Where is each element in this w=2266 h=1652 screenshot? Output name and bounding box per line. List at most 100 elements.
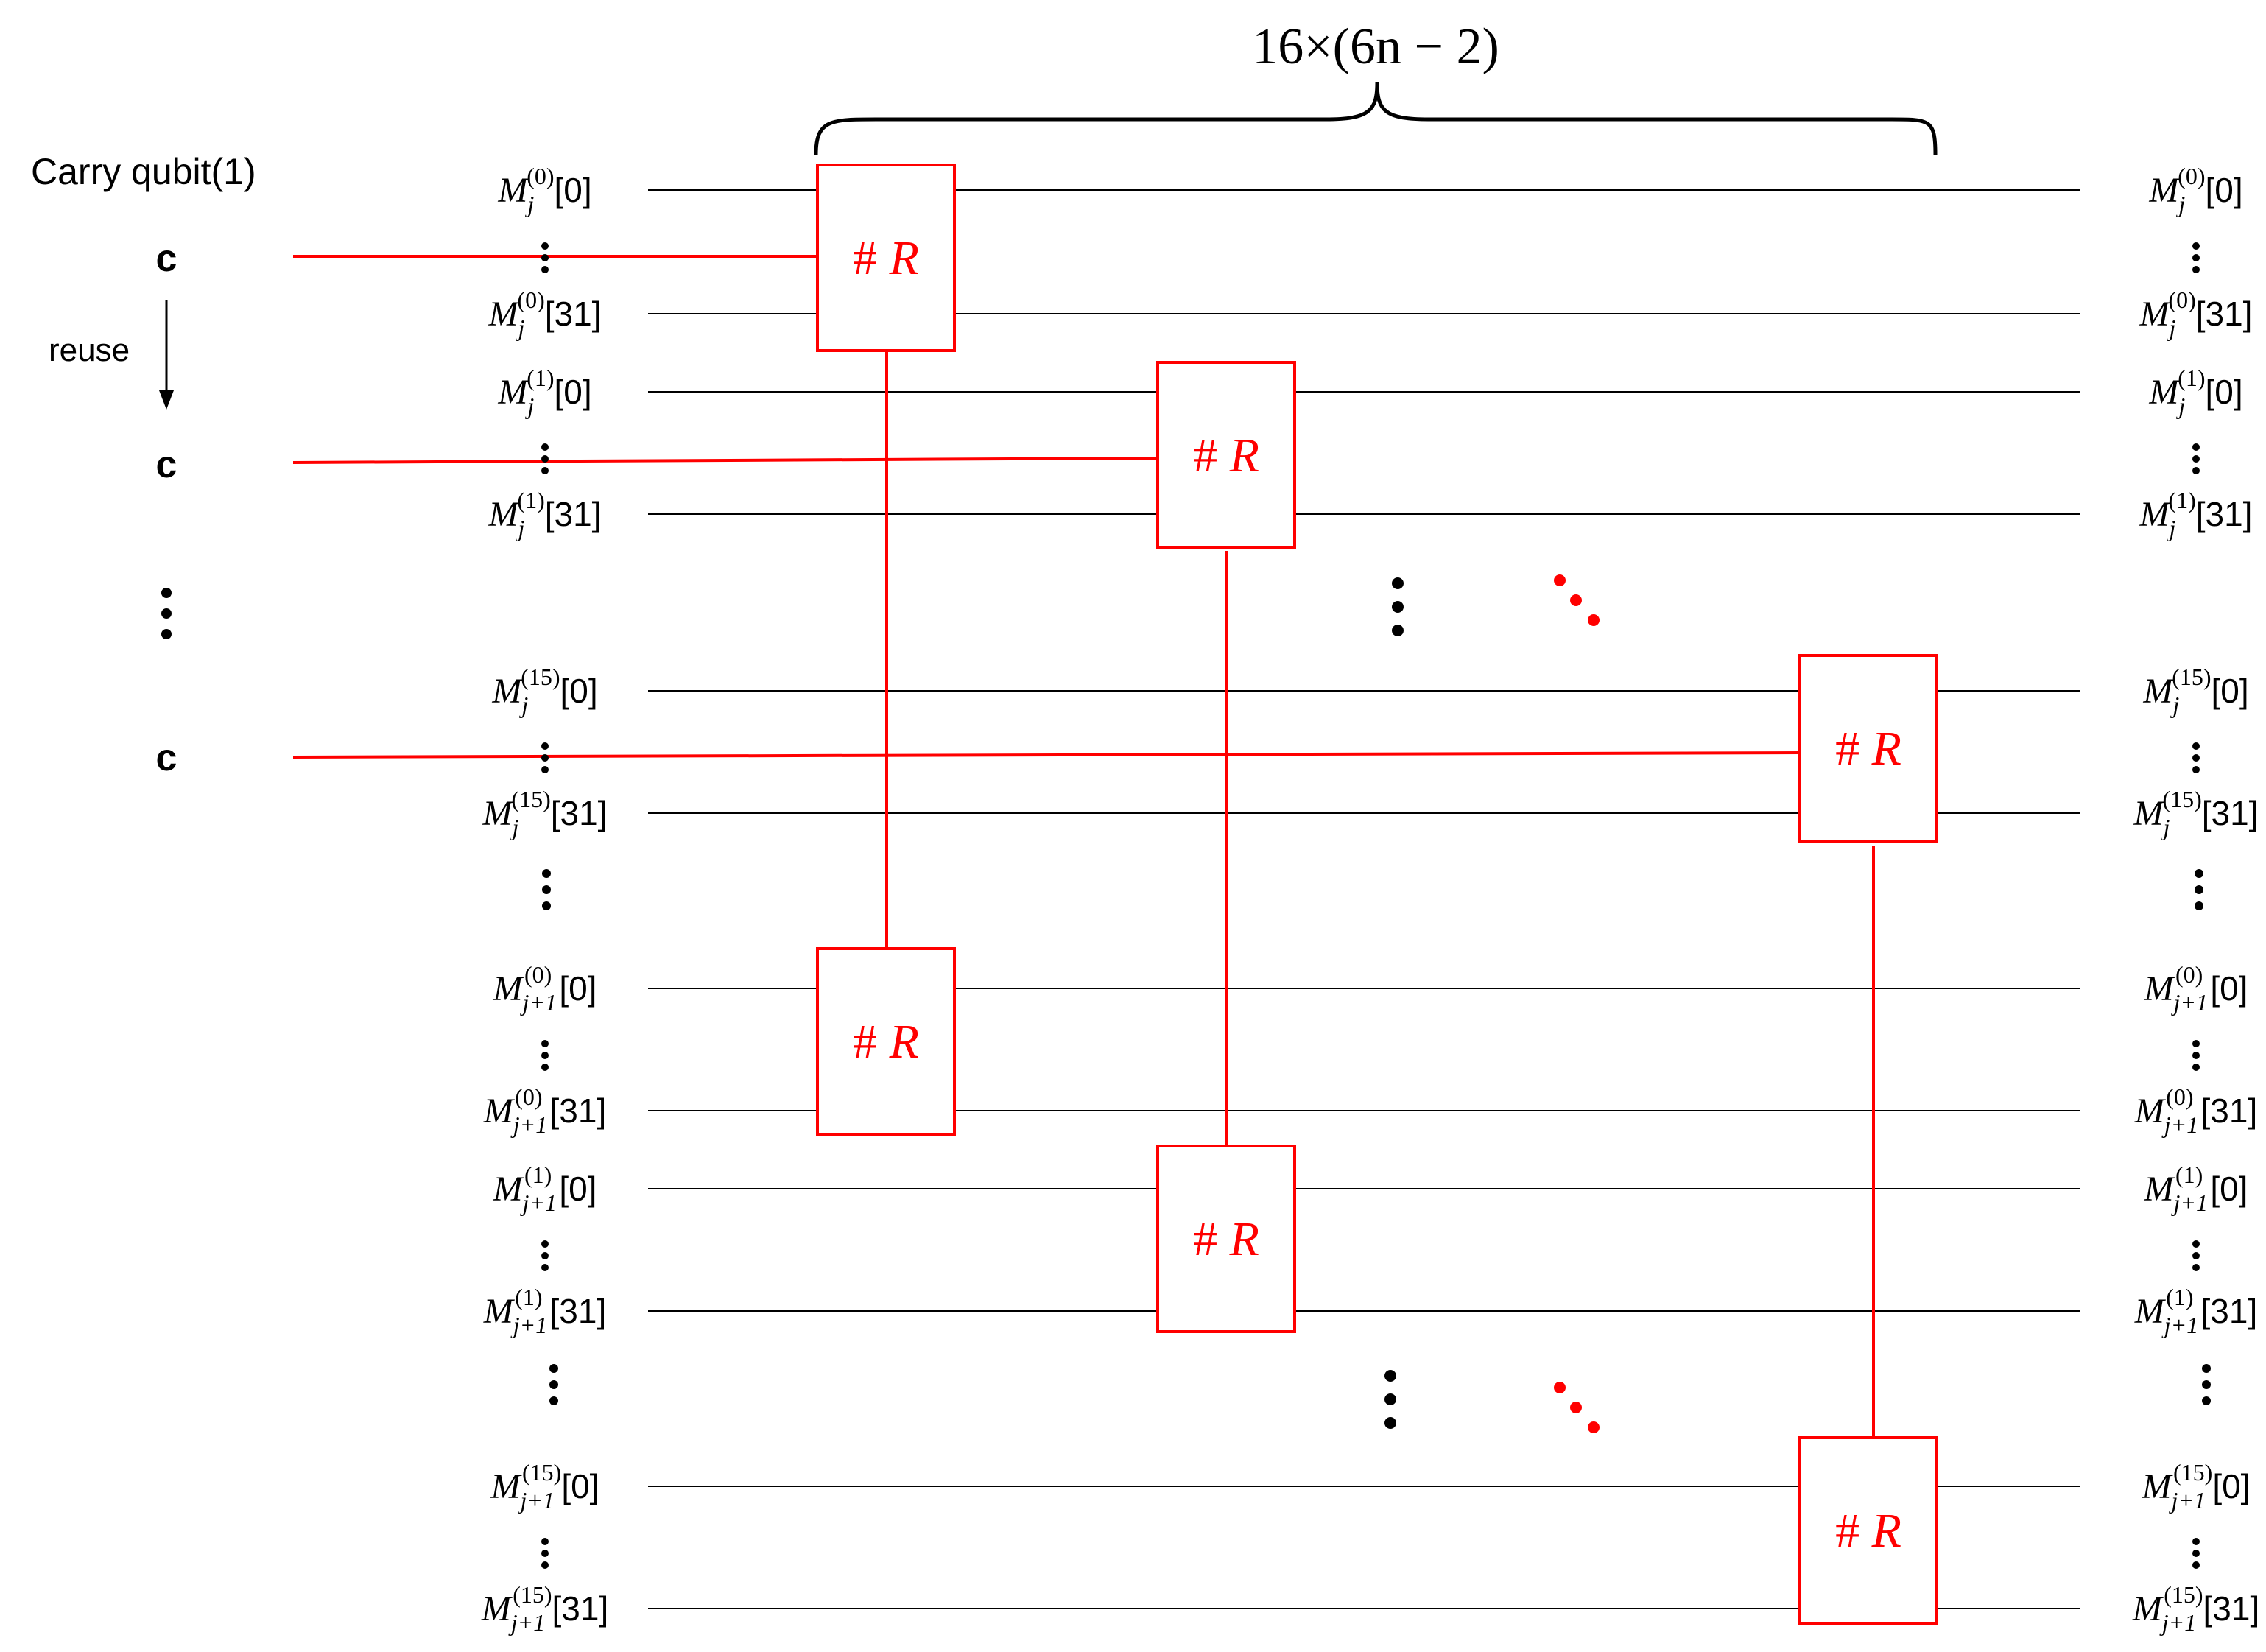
bit-ellipsis-dot (541, 467, 549, 474)
bit-ellipsis-dot (2192, 1252, 2200, 1259)
bit-ellipsis-dot (541, 742, 549, 750)
bit-ellipsis-dot (2192, 266, 2200, 273)
right-register-label: Mj+1(1)[0] (2144, 1161, 2248, 1216)
left-register-label: Mj(1)[0] (497, 365, 591, 419)
svg-text:Mj(1)[31]: Mj(1)[31] (488, 487, 602, 541)
svg-text:Mj+1(1)[0]: Mj+1(1)[0] (493, 1161, 597, 1216)
bit-ellipsis-dot (541, 1052, 549, 1059)
register-gap-ellipsis (542, 869, 2211, 1405)
left-register-label: Mj+1(15)[31] (481, 1581, 609, 1636)
bit-ellipsis-dot (541, 455, 549, 463)
right-register-label: Mj+1(0)[0] (2144, 961, 2248, 1016)
svg-text:Mj+1(15)[0]: Mj+1(15)[0] (490, 1459, 599, 1514)
bit-ellipsis-dot (541, 266, 549, 273)
r-gate: # R (1156, 1145, 1296, 1333)
bit-ellipsis-dot (541, 1264, 549, 1271)
bit-ellipsis-dot (2192, 1040, 2200, 1047)
bit-ellipsis-dot (541, 1252, 549, 1259)
svg-text:Mj(15)[31]: Mj(15)[31] (2133, 786, 2259, 840)
bit-ellipsis-dot (541, 242, 549, 250)
svg-text:Mj+1(1)[31]: Mj+1(1)[31] (483, 1284, 607, 1338)
left-register-label: Mj+1(15)[0] (490, 1459, 599, 1514)
svg-text:Mj(15)[31]: Mj(15)[31] (482, 786, 608, 840)
gate-box (816, 164, 956, 352)
svg-text:Mj(0)[0]: Mj(0)[0] (2148, 163, 2242, 217)
right-register-label: Mj+1(15)[0] (2142, 1459, 2251, 1514)
bit-ellipsis-dot (2192, 254, 2200, 261)
gate-label: # R (1193, 429, 1259, 482)
bit-ellipsis-dot (2192, 455, 2200, 463)
svg-text:Mj+1(15)[31]: Mj+1(15)[31] (481, 1581, 609, 1636)
r-gate: # R (1156, 361, 1296, 549)
bit-ellipsis-dot (2192, 754, 2200, 762)
right-register-label: Mj(15)[31] (2133, 786, 2259, 840)
bit-ellipsis-dot (541, 754, 549, 762)
bit-ellipsis-dot (2192, 1561, 2200, 1569)
register-labels: Mj(0)[0]Mj(0)[0]Mj(0)[31]Mj(0)[31]Mj(1)[… (481, 163, 2260, 1636)
left-register-label: Mj+1(1)[31] (483, 1284, 607, 1338)
gate-label: # R (1193, 1212, 1259, 1266)
svg-text:Mj+1(15)[0]: Mj+1(15)[0] (2142, 1459, 2251, 1514)
bit-ellipsis-dot (2192, 1264, 2200, 1271)
diagonal-ellipsis (1554, 574, 1600, 626)
reuse-label: reuse (49, 332, 130, 368)
gates: # R # R # R # R # R # R (816, 164, 1938, 1625)
bit-ellipsis-dot (2192, 443, 2200, 451)
bit-ellipsis-dot (541, 443, 549, 451)
right-register-label: Mj(0)[0] (2148, 163, 2242, 217)
vertical-ellipsis (161, 588, 172, 639)
reuse-arrow-head (159, 390, 174, 410)
left-register-label: Mj(15)[0] (491, 664, 597, 718)
svg-text:Mj+1(1)[0]: Mj+1(1)[0] (2144, 1161, 2248, 1216)
bit-ellipsis-dot (541, 254, 549, 261)
right-register-label: Mj+1(0)[31] (2134, 1083, 2258, 1138)
svg-text:Mj+1(0)[31]: Mj+1(0)[31] (483, 1083, 607, 1138)
carry-wire (292, 457, 1158, 464)
left-register-label: Mj(15)[31] (482, 786, 608, 840)
bit-ellipsis-dot (541, 1550, 549, 1557)
gate-label: # R (1835, 722, 1901, 776)
bit-ellipsis-dot (541, 1064, 549, 1071)
svg-text:Mj(1)[31]: Mj(1)[31] (2139, 487, 2253, 541)
vertical-ellipsis (1392, 577, 1404, 636)
r-gate: # R (816, 947, 956, 1136)
gate-box (1156, 361, 1296, 549)
gate-connectors (885, 352, 1875, 1454)
repeat-count-label: 16×(6n − 2) (1252, 18, 1499, 75)
bit-ellipsis-dot (2192, 742, 2200, 750)
svg-text:Mj(1)[0]: Mj(1)[0] (2148, 365, 2242, 419)
vertical-ellipsis (1384, 1370, 1396, 1429)
svg-text:Mj(15)[0]: Mj(15)[0] (491, 664, 597, 718)
carry-qubit-title: Carry qubit(1) (31, 151, 256, 192)
gate-label: # R (853, 231, 919, 285)
right-register-label: Mj(0)[31] (2139, 287, 2253, 341)
right-register-label: Mj+1(1)[31] (2134, 1284, 2258, 1338)
right-register-label: Mj(15)[0] (2142, 664, 2248, 718)
bit-ellipsis-dot (2192, 1064, 2200, 1071)
r-gate: # R (1798, 654, 1938, 843)
svg-text:Mj(1)[0]: Mj(1)[0] (497, 365, 591, 419)
right-register-label: Mj(1)[0] (2148, 365, 2242, 419)
right-register-label: Mj(1)[31] (2139, 487, 2253, 541)
right-register-label: Mj+1(15)[31] (2132, 1581, 2260, 1636)
gate-label: # R (853, 1015, 919, 1069)
bit-ellipsis-dot (541, 1538, 549, 1545)
carry-qubit-label: c (156, 237, 177, 280)
left-register-label: Mj(0)[31] (488, 287, 602, 341)
carry-wire (292, 751, 1801, 759)
svg-text:Mj(0)[31]: Mj(0)[31] (488, 287, 602, 341)
diagonal-ellipsis (1554, 1382, 1600, 1433)
svg-text:Mj+1(1)[31]: Mj+1(1)[31] (2134, 1284, 2258, 1338)
bit-ellipsis-dot (2192, 766, 2200, 773)
bit-ellipsis-dot (541, 1240, 549, 1248)
repeat-brace (814, 82, 1938, 155)
bit-ellipsis-dot (2192, 1240, 2200, 1248)
gate-box (1798, 654, 1938, 843)
bit-ellipsis-dot (2192, 1550, 2200, 1557)
bit-ellipsis-dot (2192, 467, 2200, 474)
gate-box (1798, 1436, 1938, 1625)
bit-ellipsis-dot (2192, 1538, 2200, 1545)
gate-label: # R (1835, 1504, 1901, 1558)
qubit-wires (648, 189, 2080, 1609)
carry-qubit-label: c (156, 737, 177, 779)
